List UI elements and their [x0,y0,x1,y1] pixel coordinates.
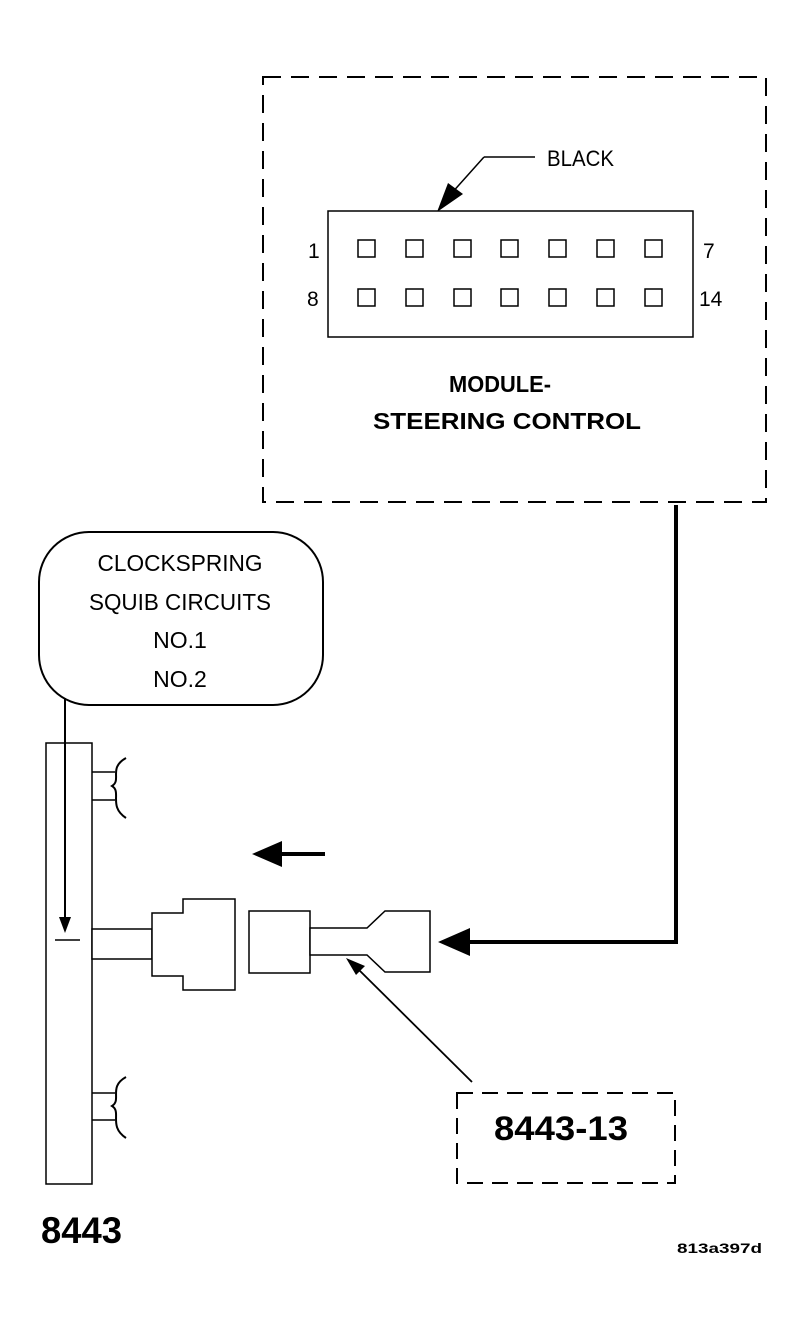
adapter-label: 8443-13 [494,1110,628,1148]
pin-1 [357,239,376,258]
clockspring-line4: NO.2 [153,666,207,692]
adapter-plug [248,910,311,974]
clockspring-lead [55,698,80,941]
tool-upper-bracket [92,757,127,819]
pin-3 [453,239,472,258]
harness-wire-arrowhead [438,928,470,956]
pin-11 [500,288,519,307]
module-title-line2: STEERING CONTROL [373,408,641,434]
tool-8443-bar [45,742,93,1185]
clockspring-line2: SQUIB CIRCUITS [89,589,271,615]
pin-8 [357,288,376,307]
adapter-leader [346,958,473,1083]
figure-id: 813a397d [677,1240,762,1256]
pin-7 [644,239,663,258]
connector-color-leader [437,156,535,212]
pin-12 [548,288,567,307]
tool-connector-body [151,898,236,991]
pin-label-bottom-left: 8 [307,288,319,311]
clockspring-box [38,531,324,706]
clockspring-line1: CLOCKSPRING [98,550,263,576]
tool-lower-bracket [92,1076,127,1139]
connector-color-label: BLACK [547,146,614,171]
disconnect-direction-arrow [252,841,325,867]
adapter-body [309,910,431,973]
pin-label-top-left: 1 [308,240,320,263]
pin-4 [500,239,519,258]
pin-5 [548,239,567,258]
connector-body [327,210,694,338]
connector-pins [357,239,663,307]
pin-label-top-right: 7 [703,240,715,263]
pin-13 [596,288,615,307]
module-harness-wire [466,505,678,944]
tool-label: 8443 [41,1210,122,1251]
pin-10 [453,288,472,307]
module-dashed-boundary [262,76,767,503]
pin-9 [405,288,424,307]
module-title-line1: MODULE- [449,371,551,397]
pin-label-bottom-right: 14 [699,288,723,311]
adapter-label-box [456,1092,676,1184]
clockspring-line3: NO.1 [153,627,207,653]
pin-2 [405,239,424,258]
pin-14 [644,288,663,307]
tool-connector-stub [91,928,153,960]
pin-6 [596,239,615,258]
